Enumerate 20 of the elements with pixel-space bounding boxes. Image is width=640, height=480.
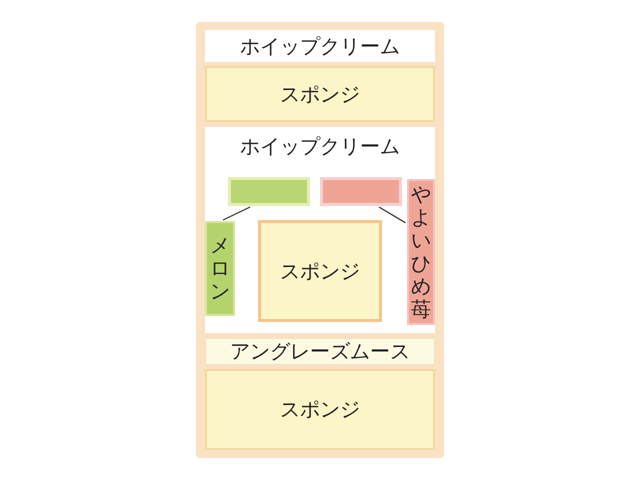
leader-line [222,206,250,221]
sponge-layer [205,66,435,122]
layer-label: スポンジ [280,399,360,420]
melon-slice [205,221,235,316]
strawberry-slice [407,179,435,325]
melon-slice [228,177,310,206]
leader-line [378,206,406,224]
fruit-label: メロン [209,234,231,303]
mousse-layer [205,338,435,365]
cream-layer [205,30,435,62]
layer-label: アングレーズムース [230,341,410,362]
cream-layer [205,127,435,333]
sponge-block [258,220,382,322]
fruit-label: やよいひめ苺 [410,183,432,321]
layer-label: ホイップクリーム [240,36,400,56]
layer-label: ホイップクリーム [240,136,400,157]
strawberry-slice [320,177,402,206]
layer-label: スポンジ [280,84,360,104]
sponge-layer [205,369,435,450]
layer-label: スポンジ [280,260,360,282]
